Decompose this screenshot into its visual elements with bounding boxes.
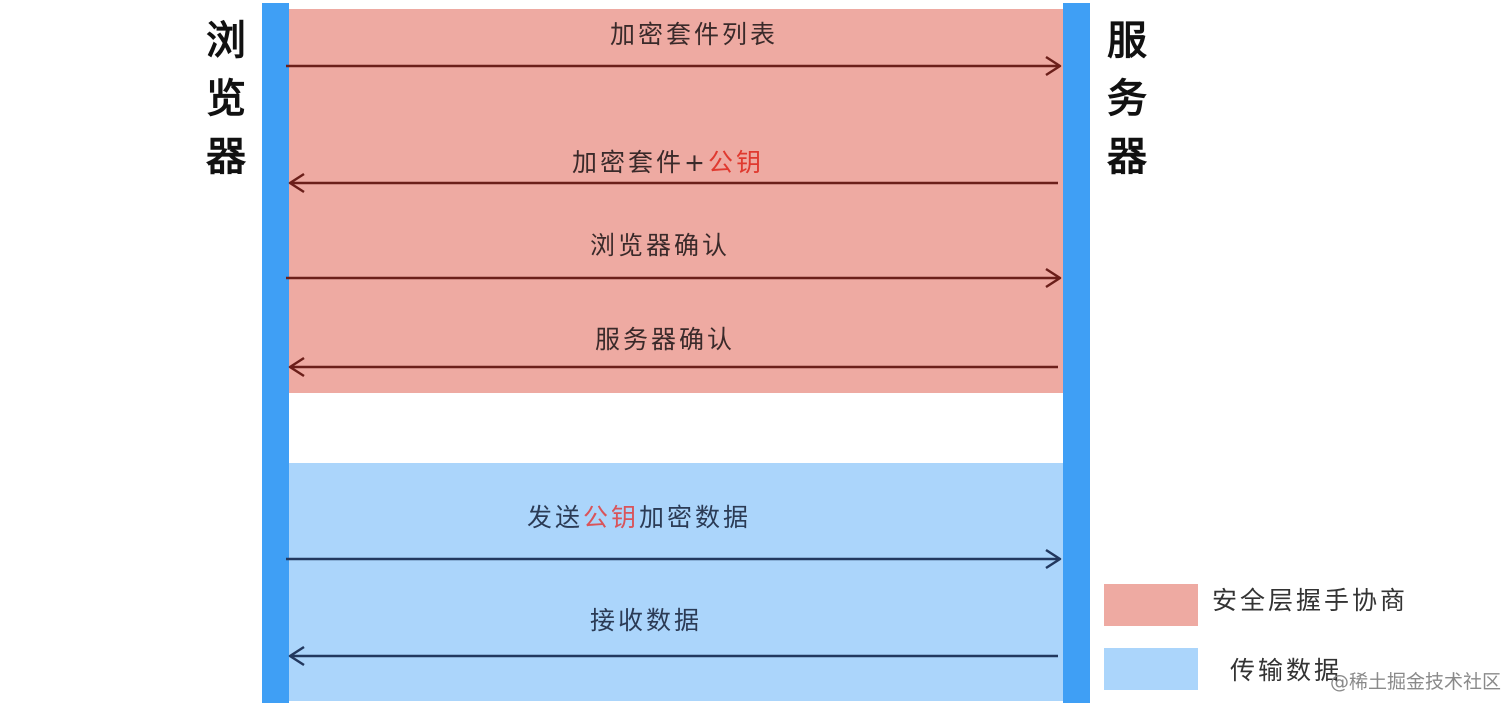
- message-1-text: 加密套件列表: [610, 20, 779, 49]
- message-2-highlight: 公钥: [707, 148, 764, 177]
- message-6-text: 接收数据: [590, 606, 703, 635]
- watermark-text: @稀土掘金技术社区: [1330, 671, 1502, 693]
- server-label-char-3: 器: [1107, 134, 1147, 180]
- message-4-text: 服务器确认: [595, 325, 736, 354]
- message-5-highlight: 公钥: [583, 503, 640, 532]
- message-6-label: 接收数据: [590, 601, 702, 637]
- browser-label-char-2: 览: [206, 76, 246, 122]
- browser-label: 浏 览 器: [196, 12, 256, 186]
- message-4-label: 服务器确认: [595, 320, 735, 356]
- server-label-char-1: 服: [1107, 18, 1147, 64]
- browser-lifeline: [262, 3, 289, 703]
- handshake-band: [289, 9, 1063, 393]
- arrow-head-3: [1045, 267, 1062, 289]
- message-5-label: 发送公钥加密数据: [527, 498, 751, 534]
- message-2-label: 加密套件+公钥: [572, 143, 764, 179]
- message-2-text: 加密套件+: [572, 148, 708, 177]
- message-3-text: 浏览器确认: [590, 231, 731, 260]
- arrow-head-2: [288, 172, 305, 194]
- legend-swatch-transfer: [1104, 648, 1198, 690]
- arrow-head-6: [288, 645, 305, 667]
- message-1-label: 加密套件列表: [610, 15, 778, 51]
- message-5-text: 发送: [527, 503, 584, 532]
- legend-label-transfer: 传输数据: [1230, 656, 1343, 685]
- server-lifeline: [1063, 3, 1090, 703]
- server-label-char-2: 务: [1107, 76, 1147, 122]
- arrow-head-1: [1045, 55, 1062, 77]
- browser-label-char-3: 器: [206, 134, 246, 180]
- message-5-suffix: 加密数据: [639, 503, 752, 532]
- arrow-head-4: [288, 356, 305, 378]
- browser-label-char-1: 浏: [206, 18, 246, 64]
- message-3-label: 浏览器确认: [590, 226, 730, 262]
- legend-label-handshake: 安全层握手协商: [1212, 586, 1409, 615]
- transfer-band: [289, 463, 1063, 701]
- legend-swatch-handshake: [1104, 584, 1198, 626]
- server-label: 服 务 器: [1097, 12, 1157, 186]
- arrow-head-5: [1045, 548, 1062, 570]
